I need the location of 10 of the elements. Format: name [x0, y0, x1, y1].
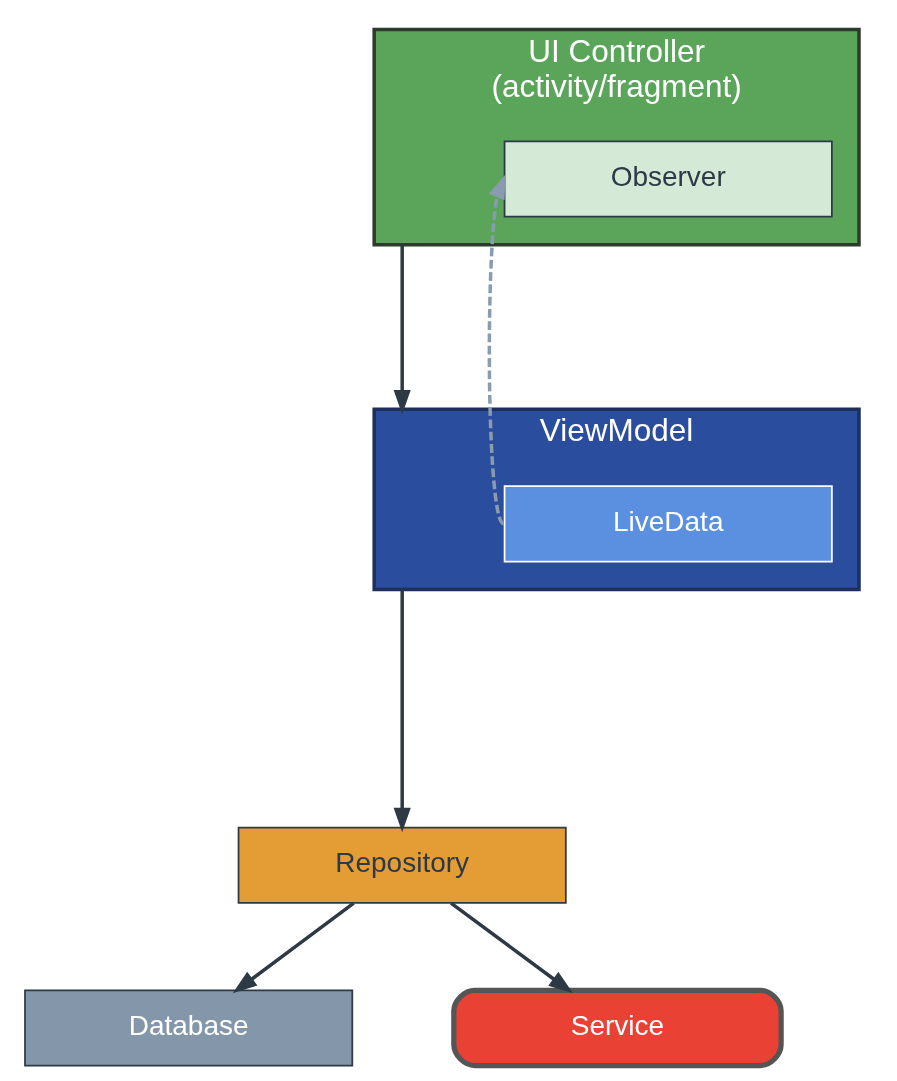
node-box: Service	[450, 987, 784, 1069]
node-box: Observer	[503, 140, 833, 218]
node-box: LiveData	[503, 485, 833, 563]
arrow	[393, 589, 411, 833]
arrow	[393, 244, 411, 415]
arrow	[487, 174, 506, 525]
arrow	[449, 901, 573, 994]
node-box: Database	[23, 989, 353, 1067]
node-box: Repository	[237, 826, 567, 904]
arrow	[232, 901, 355, 994]
